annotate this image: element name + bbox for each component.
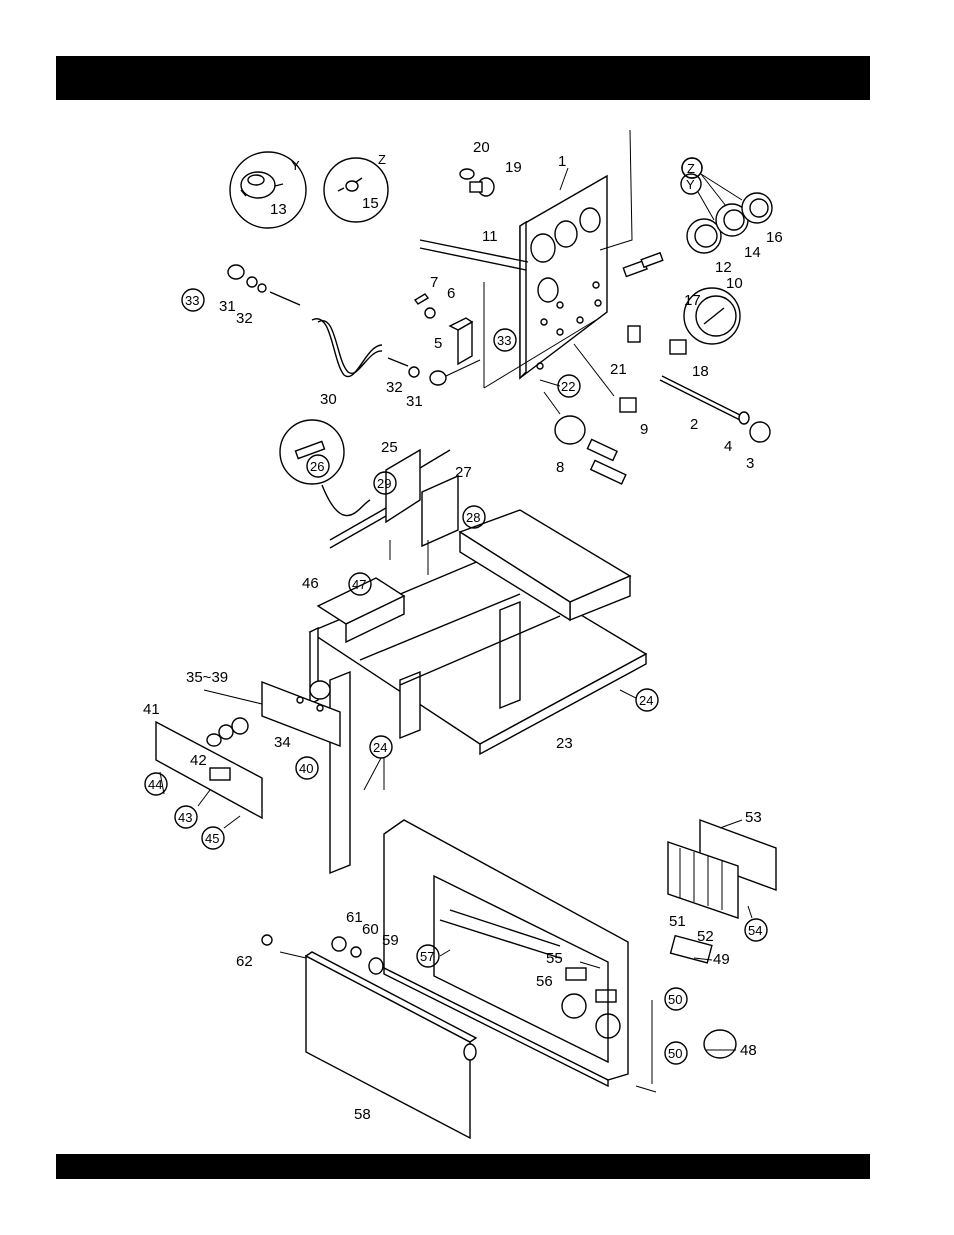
circled-c26: 26 <box>310 459 324 474</box>
circled-c44: 44 <box>148 777 162 792</box>
label-p35: 35~39 <box>186 669 228 686</box>
label-p31b: 31 <box>406 393 423 410</box>
circled-c43: 43 <box>178 810 192 825</box>
inset-y: Y 13 <box>230 152 306 228</box>
label-p34: 34 <box>274 734 291 751</box>
label-p59: 59 <box>382 932 399 949</box>
circled-c33a: 33 <box>185 293 199 308</box>
circled-c24a: 24 <box>639 693 653 708</box>
circled-c22: 22 <box>561 379 575 394</box>
circled-c24b: 24 <box>373 740 387 755</box>
label-p8: 8 <box>556 459 564 476</box>
label-p17: 17 <box>684 292 701 309</box>
label-p30: 30 <box>320 391 337 408</box>
label-p5: 5 <box>434 335 442 352</box>
label-p23: 23 <box>556 735 573 752</box>
label-p2: 2 <box>690 416 698 433</box>
inset-y-letter: Y <box>291 158 300 173</box>
label-p61: 61 <box>346 909 363 926</box>
circled-c29: 29 <box>377 476 391 491</box>
label-p32a: 32 <box>236 310 253 327</box>
label-p25: 25 <box>381 439 398 456</box>
circled-c33b: 33 <box>497 333 511 348</box>
label-p3: 3 <box>746 455 754 472</box>
label-p1: 1 <box>558 153 566 170</box>
inset-y-part: 13 <box>270 201 287 218</box>
circled-c50a: 50 <box>668 992 682 1007</box>
label-p41: 41 <box>143 701 160 718</box>
label-p9: 9 <box>640 421 648 438</box>
label-p55: 55 <box>546 950 563 967</box>
label-p62: 62 <box>236 953 253 970</box>
frame <box>310 510 646 873</box>
circled-c50b: 50 <box>668 1046 682 1061</box>
circled-c47: 47 <box>352 577 366 592</box>
label-p52: 52 <box>697 928 714 945</box>
label-p48: 48 <box>740 1042 757 1059</box>
label-p60: 60 <box>362 921 379 938</box>
label-p7: 7 <box>430 274 438 291</box>
label-p56: 56 <box>536 973 553 990</box>
label-p10: 10 <box>726 275 743 292</box>
circled-c57: 57 <box>420 949 434 964</box>
label-p11: 11 <box>482 228 498 245</box>
label-p32b: 32 <box>386 379 403 396</box>
circled-c40: 40 <box>299 761 313 776</box>
label-p20: 20 <box>473 139 490 156</box>
label-p46: 46 <box>302 575 319 592</box>
instrument-panel <box>520 176 607 378</box>
label-p53: 53 <box>745 809 762 826</box>
inset-z-part: 15 <box>362 195 379 212</box>
inset-z: Z 15 <box>324 152 388 222</box>
label-p4: 4 <box>724 438 732 455</box>
callout-y: Y <box>686 177 695 192</box>
inset-z-letter: Z <box>378 152 386 167</box>
circled-c45: 45 <box>205 831 219 846</box>
label-p49: 49 <box>713 951 730 968</box>
label-p21: 21 <box>610 361 627 378</box>
label-p31a: 31 <box>219 298 236 315</box>
label-p19: 19 <box>505 159 522 176</box>
callout-z: Z <box>687 161 695 176</box>
circled-c28: 28 <box>466 510 480 525</box>
label-p12: 12 <box>715 259 732 276</box>
label-p16: 16 <box>766 229 783 246</box>
label-p27: 27 <box>455 464 472 481</box>
gauge-16 <box>742 193 772 223</box>
label-p51: 51 <box>669 913 686 930</box>
circled-c54: 54 <box>748 923 762 938</box>
label-p18: 18 <box>692 363 709 380</box>
label-p6: 6 <box>447 285 455 302</box>
label-p58: 58 <box>354 1106 371 1123</box>
label-p42: 42 <box>190 752 207 769</box>
label-p14: 14 <box>744 244 761 261</box>
